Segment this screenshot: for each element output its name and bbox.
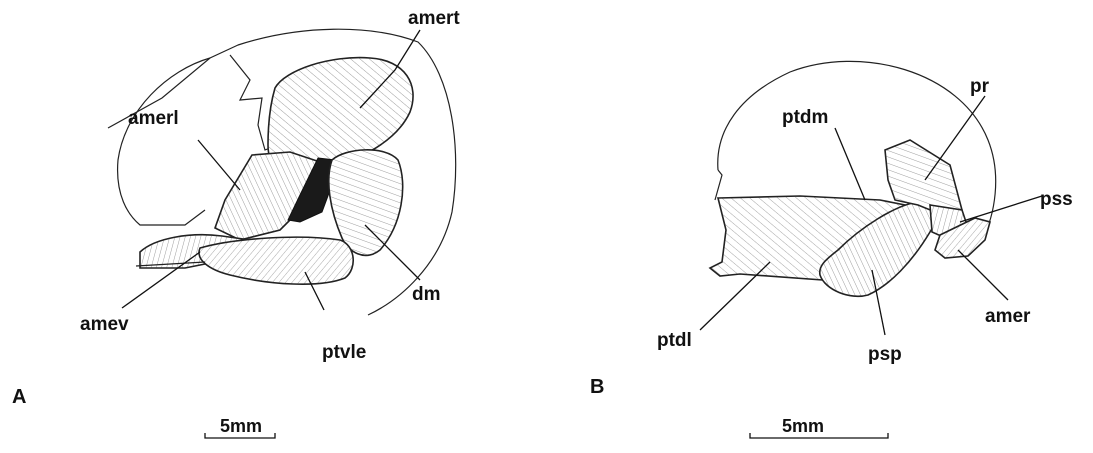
skull-left-outline-a (118, 58, 210, 225)
label-pr: pr (970, 76, 990, 97)
panel-label-a: A (12, 386, 26, 408)
leader-amerl (198, 140, 240, 190)
label-amev: amev (80, 314, 129, 335)
label-ptvle: ptvle (322, 342, 366, 363)
panel-b: pr ptdm pss amer psp ptdl B 5mm (590, 61, 1073, 438)
scale-label-a: 5mm (220, 416, 262, 436)
leader-pr (925, 96, 985, 180)
panel-label-b: B (590, 376, 604, 398)
label-amerl: amerl (128, 108, 179, 129)
label-dm: dm (412, 284, 441, 305)
label-pss: pss (1040, 189, 1073, 210)
label-amer: amer (985, 306, 1031, 327)
label-amert: amert (408, 8, 460, 29)
panel-a: amert amerl amev ptvle dm A 5mm (12, 8, 460, 438)
label-ptdm: ptdm (782, 107, 828, 128)
leader-ptdm (835, 128, 865, 200)
skull-left-outline-b (715, 170, 722, 200)
leader-pss (960, 196, 1042, 222)
scale-label-b: 5mm (782, 416, 824, 436)
label-ptdl: ptdl (657, 330, 692, 351)
label-psp: psp (868, 344, 902, 365)
leader-amer (958, 250, 1008, 300)
